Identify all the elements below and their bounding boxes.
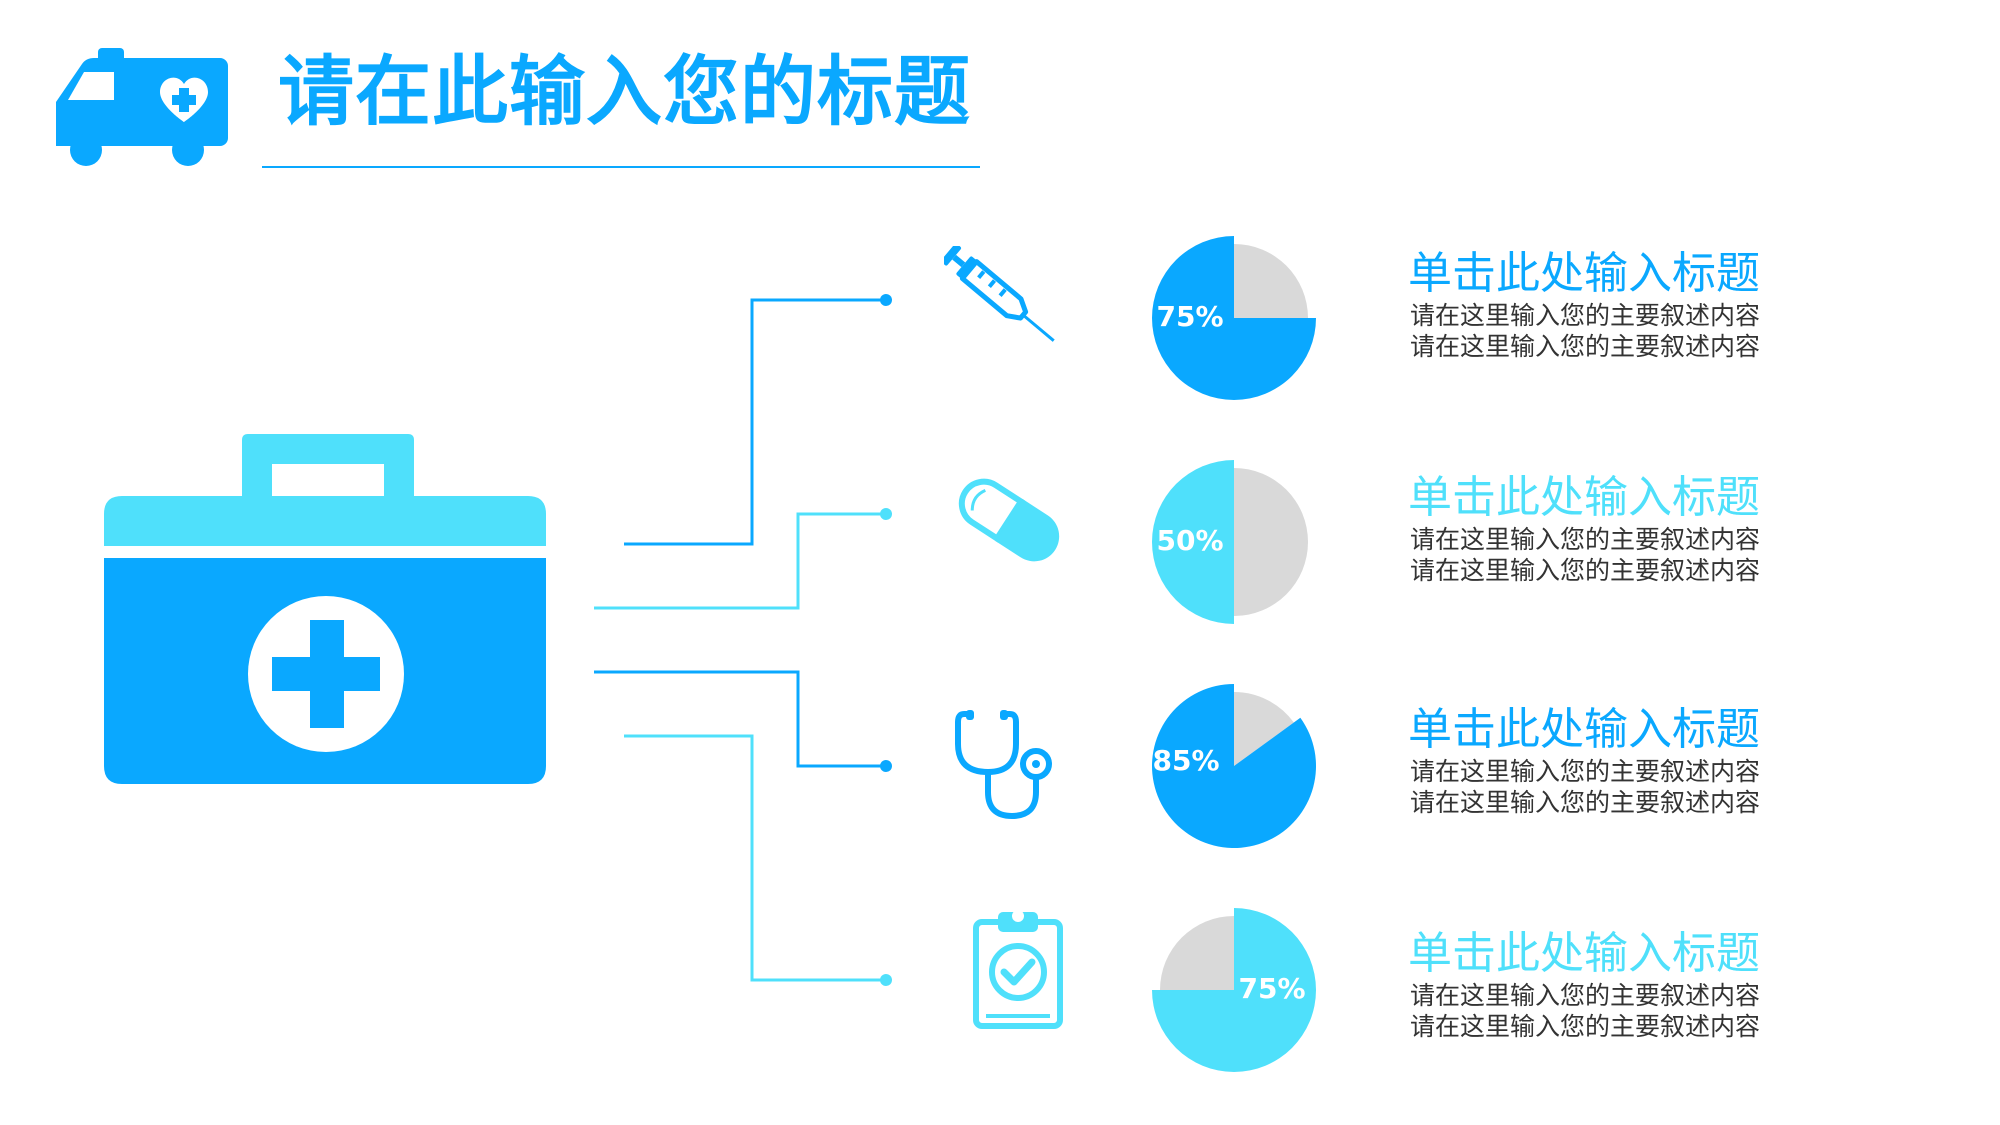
connector-dot-2: [880, 508, 892, 520]
pie-chart-4: 75%: [1152, 908, 1316, 1072]
pie-2-remaining-slice: [1234, 468, 1308, 616]
clipboard-check-icon: [973, 910, 1063, 1029]
row-3-desc-1: 请在这里输入您的主要叙述内容: [1409, 757, 1760, 786]
row-4-desc-2: 请在这里输入您的主要叙述内容: [1409, 1012, 1760, 1041]
title-underline: [262, 166, 980, 168]
pie-2-value-slice: [1152, 460, 1234, 624]
row-1-desc-2: 请在这里输入您的主要叙述内容: [1409, 332, 1760, 361]
pie-1-label: 75%: [1156, 300, 1223, 333]
page-title: 请在此输入您的标题: [278, 47, 971, 136]
row-2-title: 单击此处输入标题: [1408, 472, 1760, 523]
row-4-desc-1: 请在这里输入您的主要叙述内容: [1409, 981, 1760, 1010]
first-aid-kit-icon: [104, 434, 546, 784]
syringe-icon: [944, 246, 1055, 342]
row-1-title: 单击此处输入标题: [1408, 248, 1760, 299]
pie-1-value-slice: [1152, 236, 1316, 400]
row-1-desc-1: 请在这里输入您的主要叙述内容: [1409, 301, 1760, 330]
pie-4-label: 75%: [1238, 972, 1305, 1005]
row-2-desc-2: 请在这里输入您的主要叙述内容: [1409, 556, 1760, 585]
pie-chart-2: 50%: [1152, 460, 1308, 624]
row-3-desc-2: 请在这里输入您的主要叙述内容: [1409, 788, 1760, 817]
pie-chart-3: 85%: [1152, 684, 1317, 848]
pie-4-remaining-slice: [1160, 916, 1234, 990]
connector-dot-1: [880, 294, 892, 306]
ambulance-icon: [56, 48, 228, 166]
connector-line-4: [624, 734, 886, 982]
pie-1-remaining-slice: [1234, 244, 1308, 318]
pie-3-label: 85%: [1152, 744, 1219, 777]
pie-3-remaining-slice: [1234, 692, 1294, 766]
connector-line-2: [594, 512, 886, 610]
connector-dot-4: [880, 974, 892, 986]
stethoscope-icon: [955, 710, 1052, 820]
row-4-title: 单击此处输入标题: [1408, 928, 1760, 979]
row-2-desc-1: 请在这里输入您的主要叙述内容: [1409, 525, 1760, 554]
connector-line-3: [594, 670, 886, 768]
connector-line-1: [624, 298, 886, 546]
pie-chart-1: 75%: [1152, 236, 1316, 400]
pie-3-value-slice: [1152, 684, 1317, 848]
capsule-icon: [958, 478, 1060, 562]
row-3-title: 单击此处输入标题: [1408, 704, 1760, 755]
pie-2-label: 50%: [1156, 524, 1223, 557]
pie-4-value-slice: [1152, 908, 1316, 1072]
connector-lines: [594, 294, 892, 986]
connector-dot-3: [880, 760, 892, 772]
